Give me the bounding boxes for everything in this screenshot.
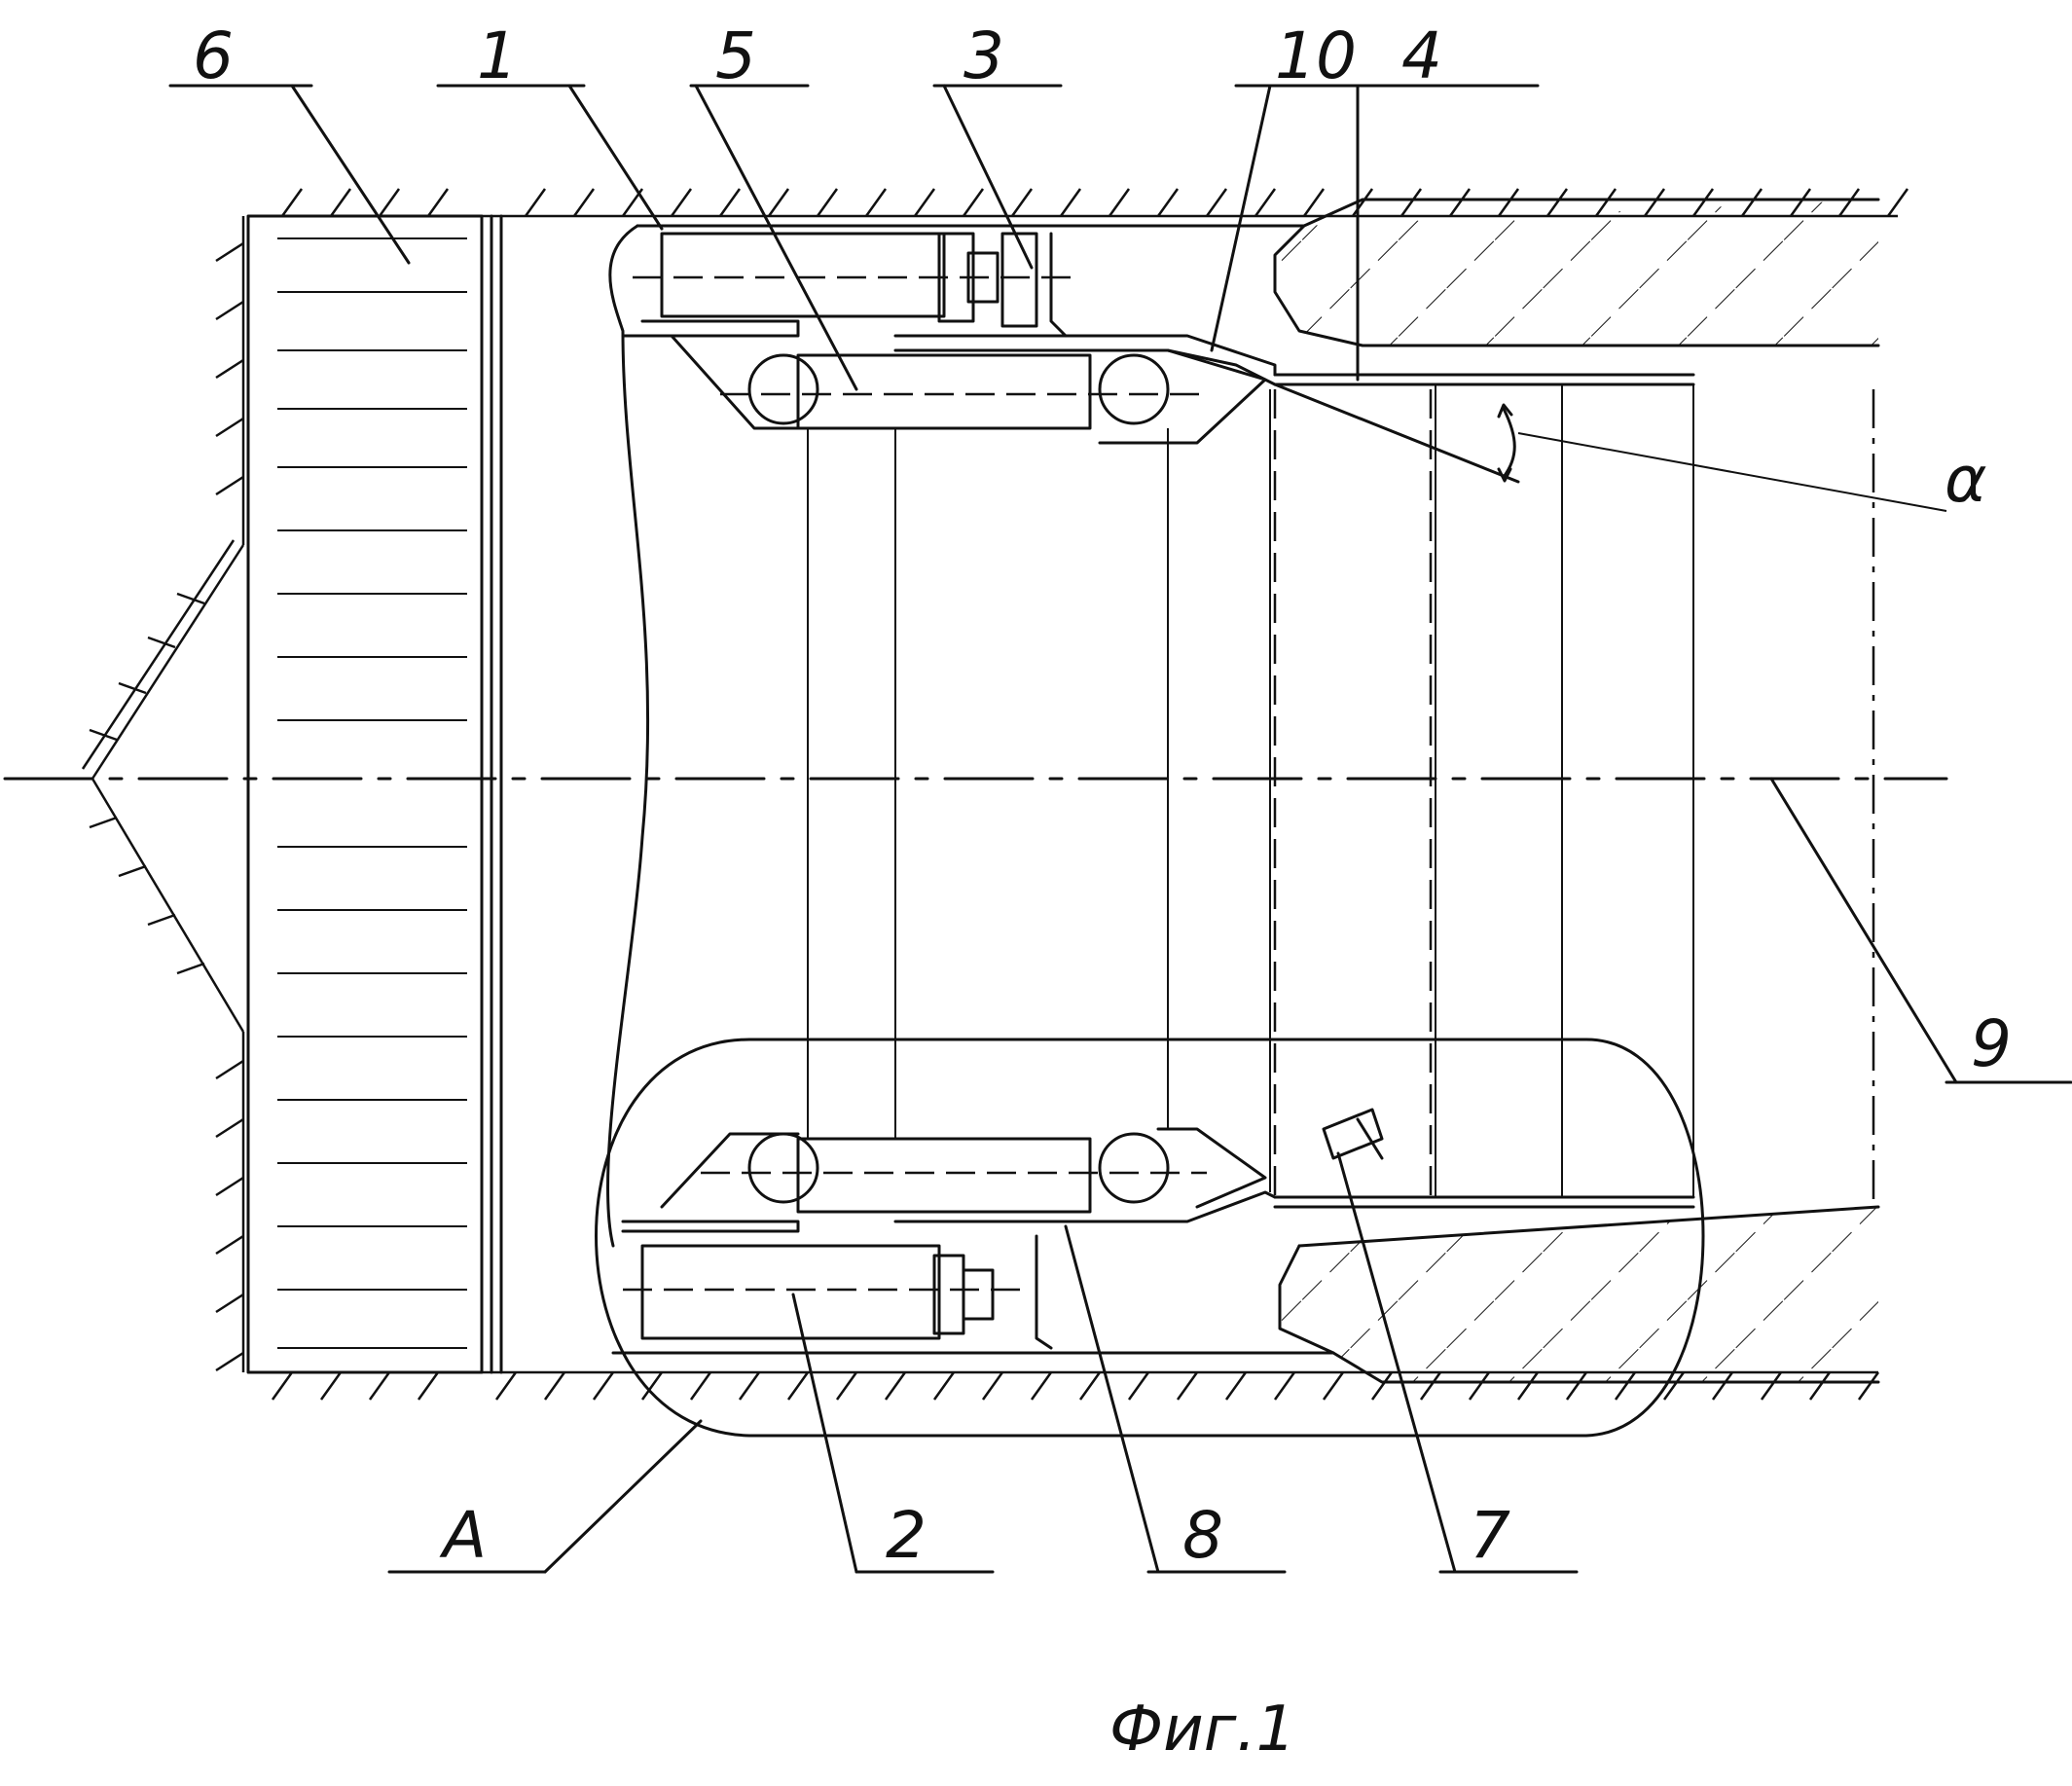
angle-alpha-marker	[1275, 384, 1946, 511]
shell-rings	[808, 384, 1693, 1197]
callout-2: 2	[886, 1498, 927, 1573]
callout-A: A	[439, 1498, 487, 1573]
lining-top-section	[1275, 200, 1878, 346]
callout-1: 1	[477, 18, 518, 93]
callout-3: 3	[963, 18, 1004, 93]
lining-bottom-section	[1280, 1207, 1878, 1382]
cutter-head	[248, 216, 491, 1372]
callout-4: 4	[1401, 18, 1442, 93]
callout-9: 9	[1971, 1006, 2012, 1081]
face-hatching	[83, 216, 243, 1372]
callout-6: 6	[193, 18, 234, 93]
figure-caption: Фиг.1	[1109, 1694, 1295, 1766]
callout-10: 10	[1275, 18, 1357, 93]
callout-alpha: α	[1945, 442, 1987, 517]
callout-5: 5	[715, 18, 756, 93]
callout-7: 7	[1470, 1498, 1510, 1573]
shell-dashed-lines	[1275, 389, 1431, 1197]
callout-8: 8	[1182, 1498, 1223, 1573]
